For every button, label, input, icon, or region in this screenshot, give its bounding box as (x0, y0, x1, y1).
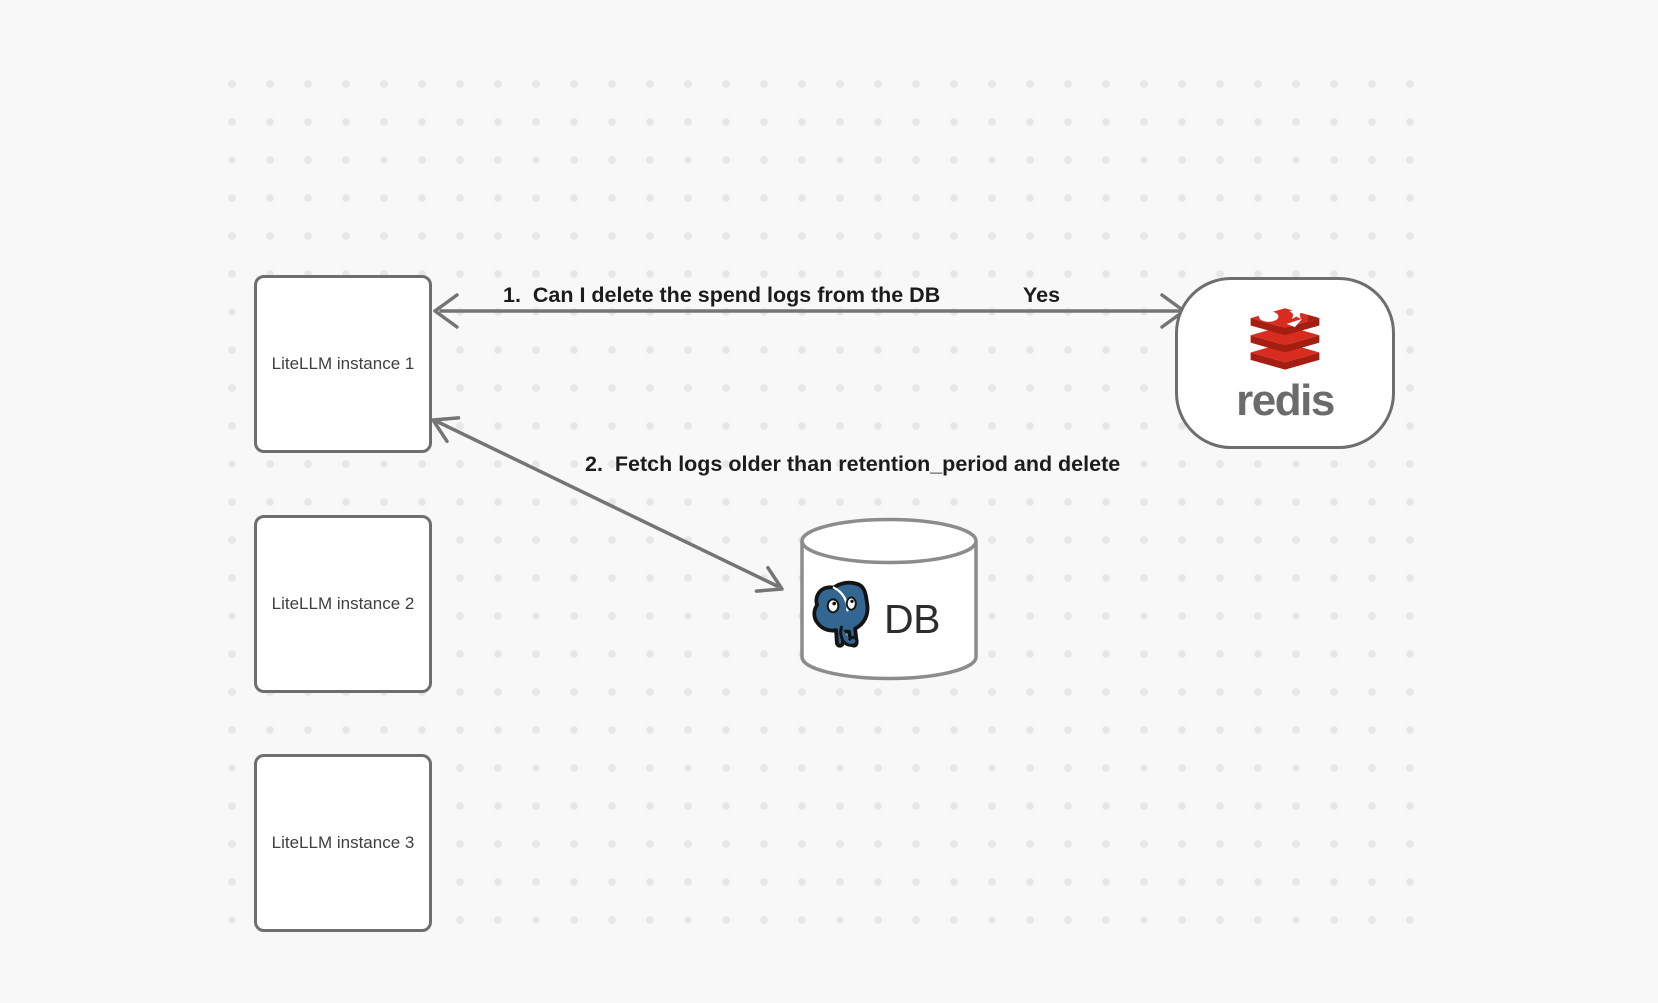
redis-logo-icon (1250, 305, 1320, 370)
node-litellm-instance-2[interactable]: LiteLLM instance 2 (254, 515, 432, 693)
node-label: LiteLLM instance 1 (271, 354, 415, 373)
node-label: LiteLLM instance 3 (271, 833, 415, 852)
edge-reply-yes[interactable]: Yes (1023, 283, 1061, 307)
node-label: LiteLLM instance 2 (271, 594, 415, 613)
db-label: DB (884, 596, 940, 642)
node-redis[interactable]: redis (1175, 277, 1395, 449)
arrowhead-upleft-icon (431, 416, 461, 444)
node-postgres-db[interactable]: DB (798, 515, 980, 683)
arrowhead-left-icon (433, 293, 459, 329)
node-litellm-instance-1[interactable]: LiteLLM instance 1 (254, 275, 432, 453)
arrowhead-downright-icon (754, 565, 784, 593)
edge-label-1[interactable]: 1. Can I delete the spend logs from the … (503, 283, 941, 307)
postgresql-elephant-icon (812, 580, 874, 648)
edge-db-line (436, 420, 779, 588)
node-litellm-instance-3[interactable]: LiteLLM instance 3 (254, 754, 432, 932)
edge-label-2[interactable]: 2. Fetch logs older than retention_perio… (585, 452, 1121, 476)
redis-wordmark: redis (1236, 376, 1335, 425)
